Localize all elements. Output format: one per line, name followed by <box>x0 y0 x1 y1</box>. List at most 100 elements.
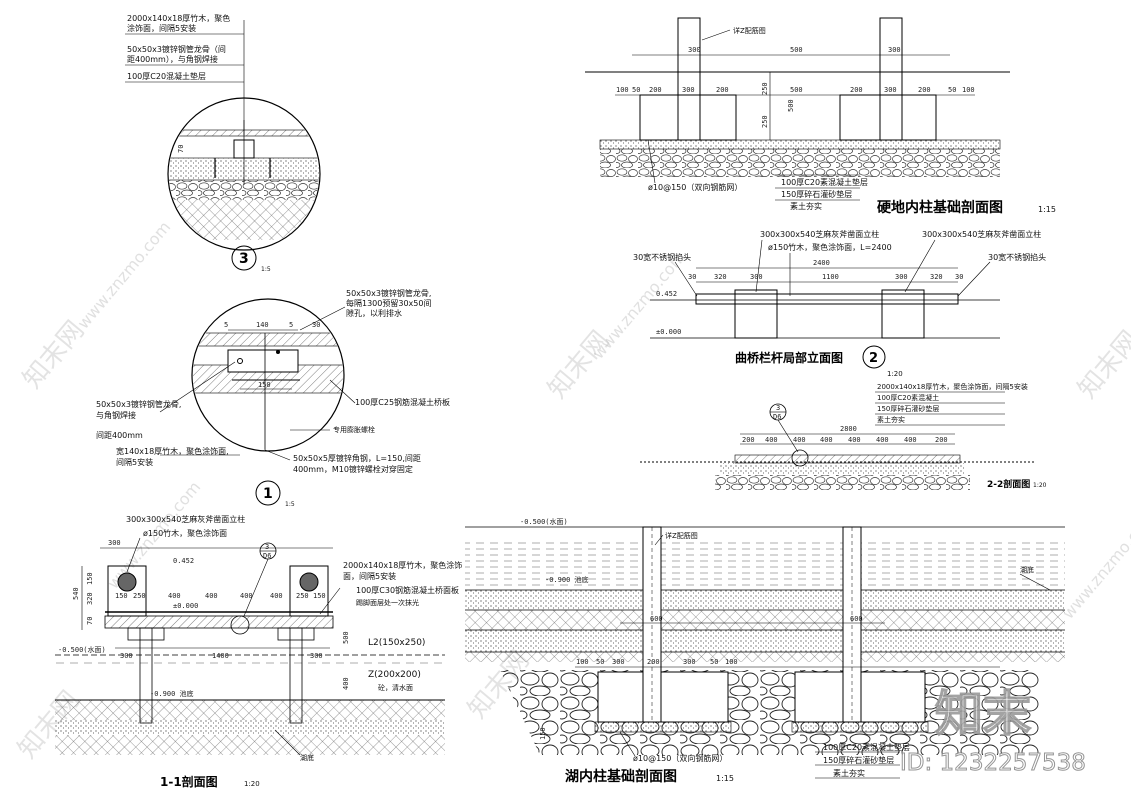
s11-dim-bottom-1: 300 <box>120 652 133 660</box>
detail1-dim-5: 150 <box>258 381 271 389</box>
detail1-note-c25: 100厚C25钢筋混凝土桥板 <box>355 397 450 407</box>
lake-dim-row-5: 300 <box>683 658 696 666</box>
s22-scale: 1:20 <box>1033 482 1047 489</box>
watermark-corner: 知末 ID: 1232257538 <box>900 685 1087 776</box>
s22-layer-3: 150厚碎石灌砂垫层 <box>877 404 939 413</box>
s11-title: 1-1剖面图 <box>160 774 218 789</box>
detail1-note-top-1: 50x50x3镀锌钢管龙骨, <box>346 288 431 298</box>
watermark-brand-2: 知末网 <box>542 325 615 404</box>
lake-layer-1: 100厚C20素混凝土垫层 <box>823 742 910 752</box>
lake-level-water: -0.500(水面) <box>520 517 568 526</box>
lake-dim-row-4: 200 <box>647 658 660 666</box>
elev-post-left: 300x300x540芝麻灰斧凿面立柱 <box>760 229 879 239</box>
s11-dim-top-2: 150 <box>115 592 128 600</box>
s11-level-water: -0.500(水面) <box>58 645 106 654</box>
s22-dim-1: 200 <box>742 436 755 444</box>
lake-rebar-note: ø10@150（双向钢筋网） <box>633 753 727 763</box>
s22-ref-num: 3 <box>776 404 780 412</box>
s11-beam-z: Z(200x200) <box>368 670 421 680</box>
detail1-note-angle-1: 50x50x5厚镀锌角钢，L=150,间距 <box>293 453 421 463</box>
elev-total: 2400 <box>813 259 830 267</box>
s11-dim-top-1: 300 <box>108 539 121 547</box>
detail1-number: 1 <box>263 486 273 502</box>
hard-dim-row-9: 200 <box>918 86 931 94</box>
s11-note-deck-1: 2000x140x18厚竹木，聚色涂饰 <box>343 560 462 570</box>
s22-ref-sheet: D6 <box>773 413 781 421</box>
lake-dim-row-1: 100 <box>576 658 589 666</box>
s11-dim-top-5: 400 <box>205 592 218 600</box>
elev-dim-5: 300 <box>895 273 908 281</box>
s11-dim-right: 500 <box>342 631 350 644</box>
hard-dim-top-3: 300 <box>888 46 901 54</box>
hard-layer-1: 100厚C20素混凝土垫层 <box>781 177 868 187</box>
detail3-note-2: 涂饰面，间隔5安装 <box>127 23 196 33</box>
lake-rebar-top: 详Z配筋图 <box>665 531 698 540</box>
watermark-brand-1: 知末网 <box>17 315 90 394</box>
s11-dim-left-1: 150 <box>86 572 94 585</box>
watermark-site-1: www.znzmo.com <box>74 218 175 333</box>
lake-dim-mid-2: 600 <box>850 615 863 623</box>
lake-scale: 1:15 <box>716 774 734 783</box>
s22-dim-5: 400 <box>848 436 861 444</box>
elev-dim-1: 30 <box>688 273 696 281</box>
watermark-site-4: www.znzmo.com <box>1059 508 1131 623</box>
elev-level-top: 0.452 <box>656 290 677 298</box>
lake-title: 湖内柱基础剖面图 <box>565 768 677 785</box>
detail1-note-bamboo-1: 宽140x18厚竹木，聚色涂饰面, <box>116 446 229 456</box>
hard-dim-row-5: 200 <box>716 86 729 94</box>
lake-lakebed: 湖底 <box>1020 565 1034 574</box>
lake-layer-3: 素土夯实 <box>833 768 865 778</box>
s11-dim-top-7: 400 <box>270 592 283 600</box>
s22-dim-7: 400 <box>904 436 917 444</box>
elev-post-right: 300x300x540芝麻灰斧凿面立柱 <box>922 229 1041 239</box>
s11-dim-left-4: 70 <box>86 617 94 625</box>
detail3-note-4: 距400mm），与角钢焊接 <box>127 54 218 64</box>
s22-total: 2800 <box>840 425 857 433</box>
hard-dim-row-8: 300 <box>884 86 897 94</box>
s11-note-slab-1: 100厚C30钢筋混凝土桥面板 <box>356 585 459 595</box>
hard-dim-row-7: 200 <box>850 86 863 94</box>
detail3-number: 3 <box>239 251 249 267</box>
lake-level-bottom: -0.900 池底 <box>545 575 589 584</box>
s22-dim-2: 400 <box>765 436 778 444</box>
s11-ref-sheet: D6 <box>263 552 271 560</box>
elev-dim-2: 320 <box>714 273 727 281</box>
s11-water-note: 砼，清水面 <box>378 683 413 692</box>
hard-dim-row-6: 500 <box>790 86 803 94</box>
s11-level-zero: ±0.000 <box>173 602 198 610</box>
watermark-id: ID: 1232257538 <box>900 750 1086 776</box>
detail3-note-1: 2000x140x18厚竹木，聚色 <box>127 13 230 23</box>
watermark-logo: 知末 <box>935 686 1031 742</box>
lake-dim-row-3: 300 <box>612 658 625 666</box>
hard-dim-right-2: 500 <box>787 99 795 112</box>
detail1-dim-1: 5 <box>224 321 228 329</box>
lake-dim-mid-1: 600 <box>650 615 663 623</box>
s11-level-bottom: -0.900 池底 <box>150 689 194 698</box>
detail1-note-left-3: 间距400mm <box>96 431 143 440</box>
elev-level-zero: ±0.000 <box>656 328 681 336</box>
hard-dim-row-2: 50 <box>632 86 640 94</box>
detail1-dim-3: 5 <box>289 321 293 329</box>
detail3-dim: 70 <box>177 145 185 153</box>
s22-dim-6: 400 <box>876 436 889 444</box>
s11-scale: 1:20 <box>244 780 260 788</box>
s11-beam-l2: L2(150x250) <box>368 638 425 648</box>
lake-dim-row-7: 100 <box>725 658 738 666</box>
s11-dim-top-4: 400 <box>168 592 181 600</box>
detail3-scale: 1:5 <box>261 266 271 273</box>
s22-dim-8: 200 <box>935 436 948 444</box>
s22-title: 2-2剖面图 <box>987 478 1030 490</box>
detail1-dim-4: 30 <box>312 321 320 329</box>
elev-number: 2 <box>869 351 878 366</box>
elev-dim-4: 1100 <box>822 273 839 281</box>
lake-dim-row-2: 50 <box>596 658 604 666</box>
watermark-brand-3: 知末网 <box>1072 325 1131 404</box>
detail-3: 2000x140x18厚竹木，聚色 涂饰面，间隔5安装 50x50x3镀锌钢管龙… <box>125 13 321 273</box>
detail1-scale: 1:5 <box>285 501 295 508</box>
elev-scale: 1:20 <box>887 370 903 378</box>
section-2-2: 2800 200 400 400 400 400 400 400 200 3 D… <box>640 382 1047 490</box>
s11-dim-right2: 400 <box>342 677 350 690</box>
hard-dim-right-1: 250 <box>761 82 769 95</box>
detail-1: 5 140 5 30 150 50x50x3镀锌钢管龙骨, 每隔1300预留30… <box>96 288 450 508</box>
